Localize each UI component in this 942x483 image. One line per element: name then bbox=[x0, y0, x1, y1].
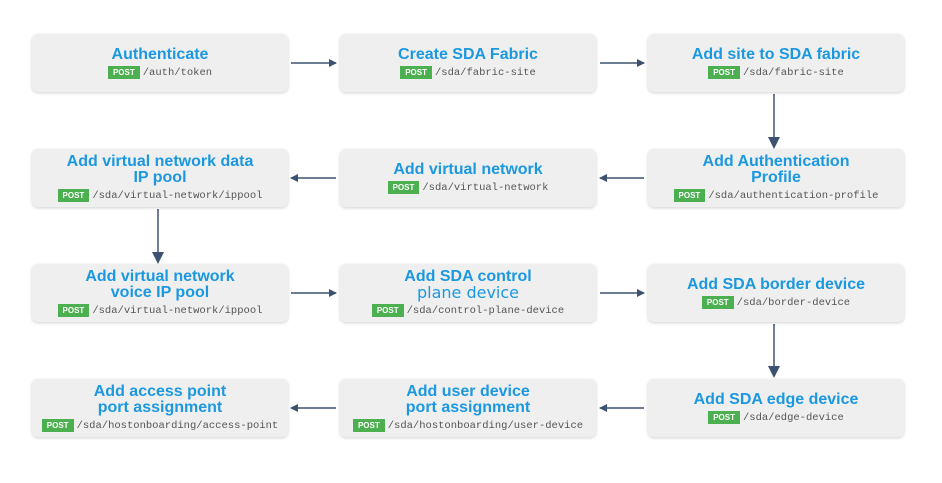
post-badge: POST bbox=[701, 296, 734, 309]
endpoint-path: /sda/border-device bbox=[736, 296, 851, 309]
step-title: Add user device port assignment bbox=[405, 383, 531, 416]
step-title: Authenticate bbox=[111, 46, 209, 63]
step-add-access-point-port: Add access point port assignment POST /s… bbox=[32, 379, 288, 437]
step-title: Add virtual network data IP pool bbox=[66, 153, 254, 186]
endpoint-path: /sda/fabric-site bbox=[742, 66, 844, 79]
endpoint: POST /sda/hostonboarding/access-point bbox=[41, 419, 279, 432]
endpoint-path: /sda/fabric-site bbox=[434, 66, 536, 79]
post-badge: POST bbox=[400, 66, 432, 79]
endpoint-path: /sda/virtual-network bbox=[422, 181, 549, 194]
step-title: Add SDA control bbox=[404, 268, 532, 285]
step-title: Add SDA edge device bbox=[693, 391, 859, 408]
step-authenticate: Authenticate POST /auth/token bbox=[32, 34, 288, 92]
endpoint: POST /sda/hostonboarding/user-device bbox=[352, 419, 584, 432]
post-badge: POST bbox=[107, 66, 140, 79]
endpoint: POST /sda/control-plane-device bbox=[371, 304, 565, 317]
step-add-control-plane-device: Add SDA control plane device POST /sda/c… bbox=[340, 264, 596, 322]
endpoint: POST /auth/token bbox=[107, 66, 213, 79]
step-add-user-device-port: Add user device port assignment POST /sd… bbox=[340, 379, 596, 437]
post-badge: POST bbox=[57, 189, 90, 202]
step-add-site: Add site to SDA fabric POST /sda/fabric-… bbox=[648, 34, 904, 92]
step-title: Create SDA Fabric bbox=[398, 46, 538, 63]
endpoint-path: /sda/virtual-network/ippool bbox=[92, 189, 263, 202]
step-title: Add access point port assignment bbox=[93, 383, 227, 416]
endpoint: POST /sda/border-device bbox=[701, 296, 851, 309]
endpoint: POST /sda/authentication-profile bbox=[673, 189, 879, 202]
step-title: Add virtual network voice IP pool bbox=[85, 268, 235, 301]
endpoint: POST /sda/virtual-network/ippool bbox=[57, 189, 263, 202]
post-badge: POST bbox=[708, 66, 740, 79]
post-badge: POST bbox=[673, 189, 706, 202]
endpoint-path: /sda/virtual-network/ippool bbox=[92, 304, 263, 317]
post-badge: POST bbox=[41, 419, 74, 432]
step-title: Add site to SDA fabric bbox=[691, 46, 861, 63]
step-add-virtual-network: Add virtual network POST /sda/virtual-ne… bbox=[340, 149, 596, 207]
endpoint: POST /sda/virtual-network bbox=[387, 181, 549, 194]
step-create-sda-fabric: Create SDA Fabric POST /sda/fabric-site bbox=[340, 34, 596, 92]
endpoint-path: /sda/hostonboarding/access-point bbox=[76, 419, 279, 432]
endpoint: POST /sda/edge-device bbox=[708, 411, 844, 424]
step-title: Add Authentication Profile bbox=[702, 153, 850, 186]
step-add-vn-data-ip-pool: Add virtual network data IP pool POST /s… bbox=[32, 149, 288, 207]
step-title-continued: plane device bbox=[416, 283, 520, 302]
step-add-border-device: Add SDA border device POST /sda/border-d… bbox=[648, 264, 904, 322]
post-badge: POST bbox=[371, 304, 404, 317]
endpoint: POST /sda/fabric-site bbox=[400, 66, 536, 79]
post-badge: POST bbox=[352, 419, 385, 432]
step-title: Add virtual network bbox=[393, 161, 543, 178]
step-add-edge-device: Add SDA edge device POST /sda/edge-devic… bbox=[648, 379, 904, 437]
step-add-authentication-profile: Add Authentication Profile POST /sda/aut… bbox=[648, 149, 904, 207]
endpoint-path: /auth/token bbox=[142, 66, 213, 79]
endpoint-path: /sda/control-plane-device bbox=[406, 304, 565, 317]
step-title: Add SDA border device bbox=[686, 276, 866, 293]
post-badge: POST bbox=[387, 181, 420, 194]
step-add-vn-voice-ip-pool: Add virtual network voice IP pool POST /… bbox=[32, 264, 288, 322]
post-badge: POST bbox=[708, 411, 740, 424]
endpoint: POST /sda/virtual-network/ippool bbox=[57, 304, 263, 317]
post-badge: POST bbox=[57, 304, 90, 317]
endpoint-path: /sda/authentication-profile bbox=[708, 189, 879, 202]
endpoint: POST /sda/fabric-site bbox=[708, 66, 844, 79]
endpoint-path: /sda/edge-device bbox=[742, 411, 844, 424]
endpoint-path: /sda/hostonboarding/user-device bbox=[387, 419, 584, 432]
